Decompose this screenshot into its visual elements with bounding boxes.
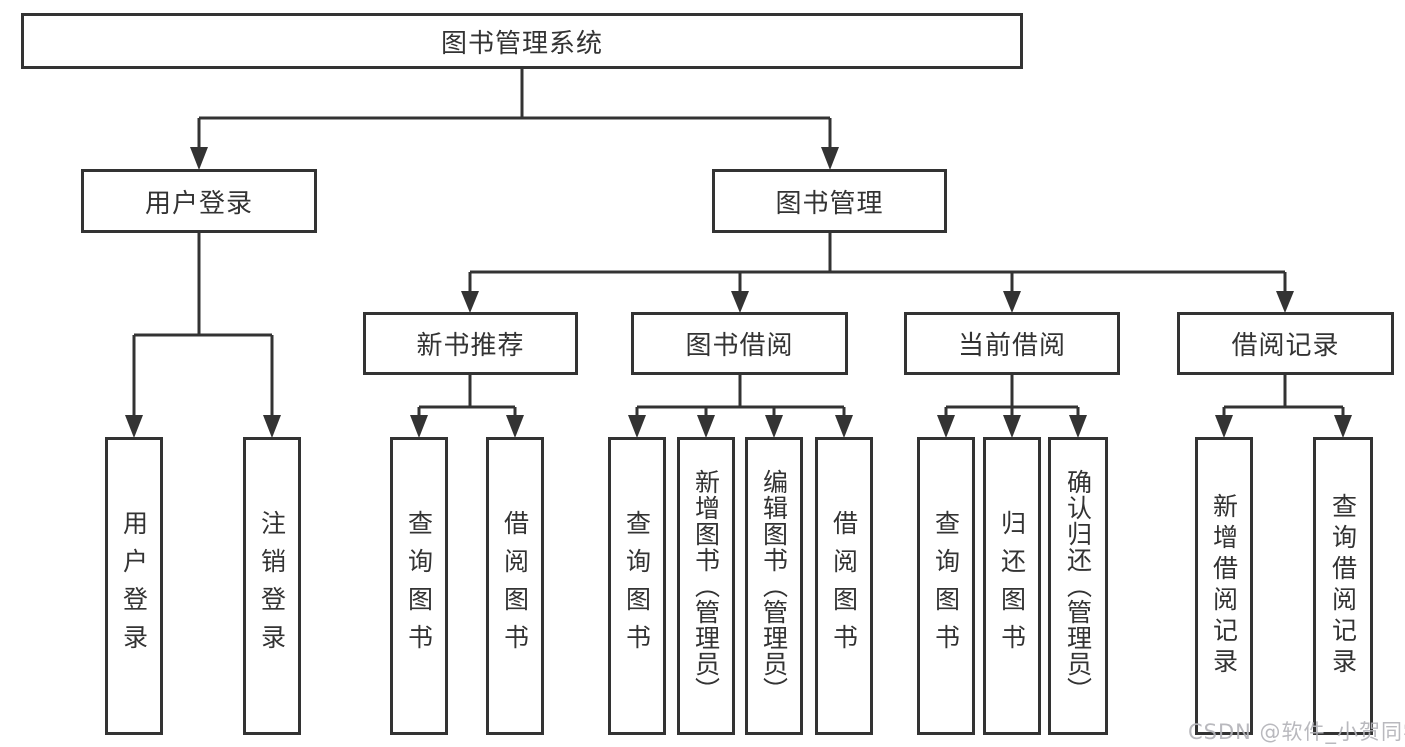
- node-label: 查询图书: [622, 510, 652, 662]
- node-label: 查询借阅记录: [1328, 493, 1358, 679]
- node-label: 新书推荐: [416, 331, 525, 361]
- node-label: 注销登录: [257, 510, 287, 662]
- node-label: 编辑图书（管理员）: [759, 469, 789, 703]
- node-label: 归还图书: [997, 510, 1027, 662]
- leaf-borrow-books-recommend: 借阅图书: [486, 437, 544, 735]
- node-label: 新增图书（管理员）: [691, 469, 721, 703]
- node-label: 查询图书: [931, 510, 961, 662]
- node-label: 当前借阅: [957, 331, 1066, 361]
- leaf-edit-books-admin: 编辑图书（管理员）: [745, 437, 803, 735]
- node-label: 借阅图书: [829, 510, 859, 662]
- node-borrowing-records: 借阅记录: [1177, 312, 1394, 375]
- leaf-query-books-current: 查询图书: [917, 437, 975, 735]
- leaf-user-login: 用户登录: [105, 437, 163, 735]
- node-label: 新增借阅记录: [1209, 493, 1239, 679]
- node-label: 用户登录: [119, 510, 149, 662]
- node-book-borrowing: 图书借阅: [631, 312, 848, 375]
- node-label: 查询图书: [404, 510, 434, 662]
- leaf-query-books-borrowing: 查询图书: [608, 437, 666, 735]
- arrowheads: [125, 147, 1352, 438]
- node-user-login-branch: 用户登录: [81, 169, 317, 233]
- csdn-watermark: CSDN @软件_小贺同学: [1188, 720, 1405, 744]
- node-label: 用户登录: [144, 188, 253, 219]
- leaf-confirm-return-admin: 确认归还（管理员）: [1048, 437, 1108, 735]
- leaf-return-books: 归还图书: [983, 437, 1041, 735]
- node-label: 借阅记录: [1231, 331, 1340, 361]
- leaf-logout: 注销登录: [243, 437, 301, 735]
- node-label: 借阅图书: [500, 510, 530, 662]
- leaf-borrow-books: 借阅图书: [815, 437, 873, 735]
- node-label: 图书管理: [775, 188, 884, 219]
- node-label: 图书借阅: [685, 331, 794, 361]
- leaf-query-books-recommend: 查询图书: [390, 437, 448, 735]
- node-label: 确认归还（管理员）: [1063, 469, 1093, 703]
- node-current-borrowing: 当前借阅: [904, 312, 1120, 375]
- node-label: 图书管理系统: [440, 28, 603, 59]
- leaf-add-borrow-record: 新增借阅记录: [1195, 437, 1253, 735]
- node-library-system: 图书管理系统: [21, 13, 1023, 69]
- node-new-book-recommend: 新书推荐: [363, 312, 578, 375]
- node-book-management-branch: 图书管理: [712, 169, 947, 233]
- leaf-query-borrow-record: 查询借阅记录: [1313, 437, 1373, 735]
- leaf-add-books-admin: 新增图书（管理员）: [677, 437, 735, 735]
